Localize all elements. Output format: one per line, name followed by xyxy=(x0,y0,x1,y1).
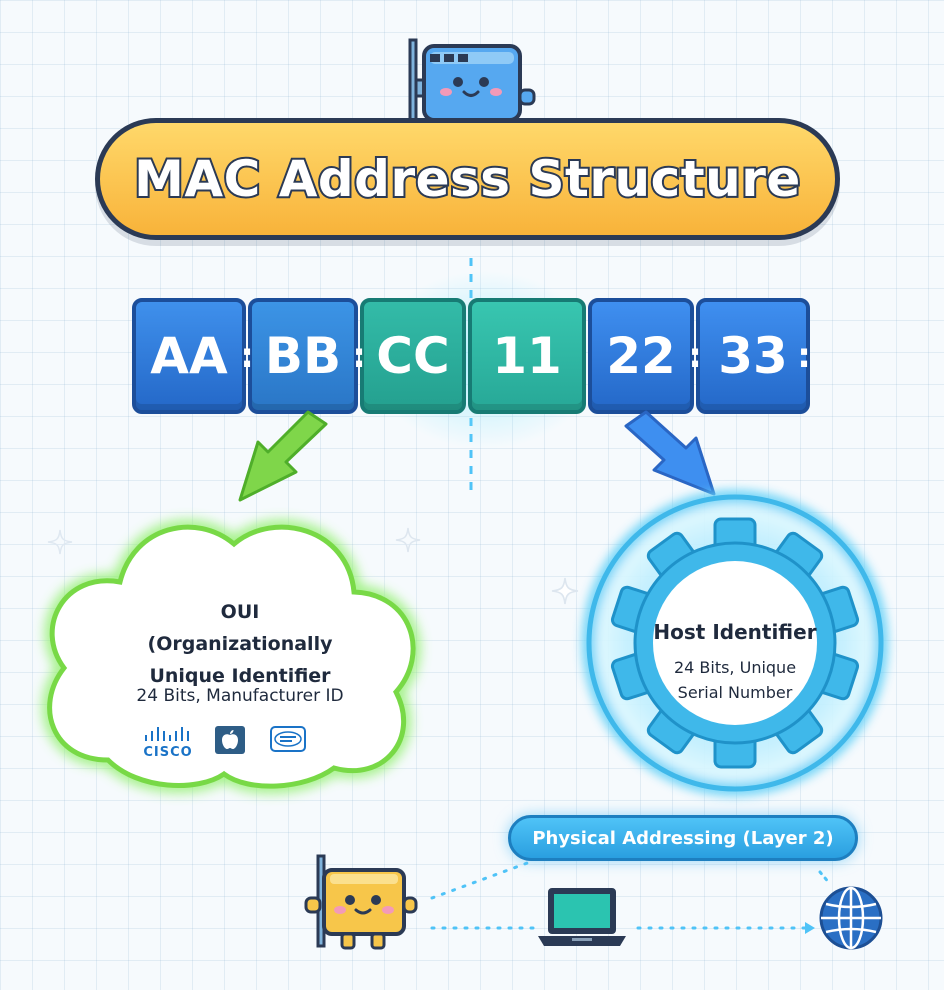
globe-icon xyxy=(819,886,883,950)
host-title: Host Identifier xyxy=(653,620,817,644)
page-title: MAC Address Structure xyxy=(132,148,802,210)
mac-address-bar: AA BB CC 11 22 33 : : : : xyxy=(132,298,812,418)
apple-logo xyxy=(215,726,245,754)
oui-title-line: Unique Identifier xyxy=(149,665,331,687)
oui-title-line: OUI xyxy=(220,601,260,623)
mac-octet: AA xyxy=(132,298,246,414)
layer-label: Physical Addressing (Layer 2) xyxy=(532,827,834,849)
mac-separator: : xyxy=(240,336,254,376)
mac-separator: : xyxy=(688,336,702,376)
layer-bubble: Physical Addressing (Layer 2) xyxy=(508,815,858,861)
host-detail: 24 Bits, Unique Serial Number xyxy=(620,655,850,705)
cisco-logo-label: CISCO xyxy=(143,745,193,760)
mac-octet: 22 xyxy=(588,298,694,414)
sparkle-icon xyxy=(47,529,73,555)
apple-icon xyxy=(222,730,238,749)
mac-octet: CC xyxy=(360,298,466,414)
nic-mascot-icon xyxy=(304,854,418,950)
sparkle-icon xyxy=(551,577,579,605)
oui-title: OUI (Organizationally Unique Identifier xyxy=(90,596,390,692)
intel-icon xyxy=(274,731,302,747)
mac-octet: BB xyxy=(248,298,358,414)
intel-logo xyxy=(270,726,306,752)
oui-title-line: (Organizationally xyxy=(147,633,333,655)
mac-octet: 11 xyxy=(468,298,586,414)
host-detail-line: Serial Number xyxy=(677,683,793,702)
host-detail-line: 24 Bits, Unique xyxy=(673,658,797,677)
cisco-bars-icon xyxy=(145,727,189,741)
cisco-logo: CISCO xyxy=(138,726,198,760)
oui-cloud xyxy=(42,520,421,794)
mac-separator: : xyxy=(352,336,366,376)
mac-octet: 33 xyxy=(696,298,810,414)
arrow-down-left-icon xyxy=(238,410,328,502)
arrow-down-right-icon xyxy=(624,410,716,496)
dotted-connectors xyxy=(430,860,832,934)
oui-detail: 24 Bits, Manufacturer ID xyxy=(136,686,344,706)
sparkle-icon xyxy=(395,527,421,553)
laptop-icon xyxy=(538,888,626,946)
host-gear xyxy=(582,490,888,796)
mac-separator: : xyxy=(797,336,811,376)
title-banner: MAC Address Structure xyxy=(95,118,840,240)
